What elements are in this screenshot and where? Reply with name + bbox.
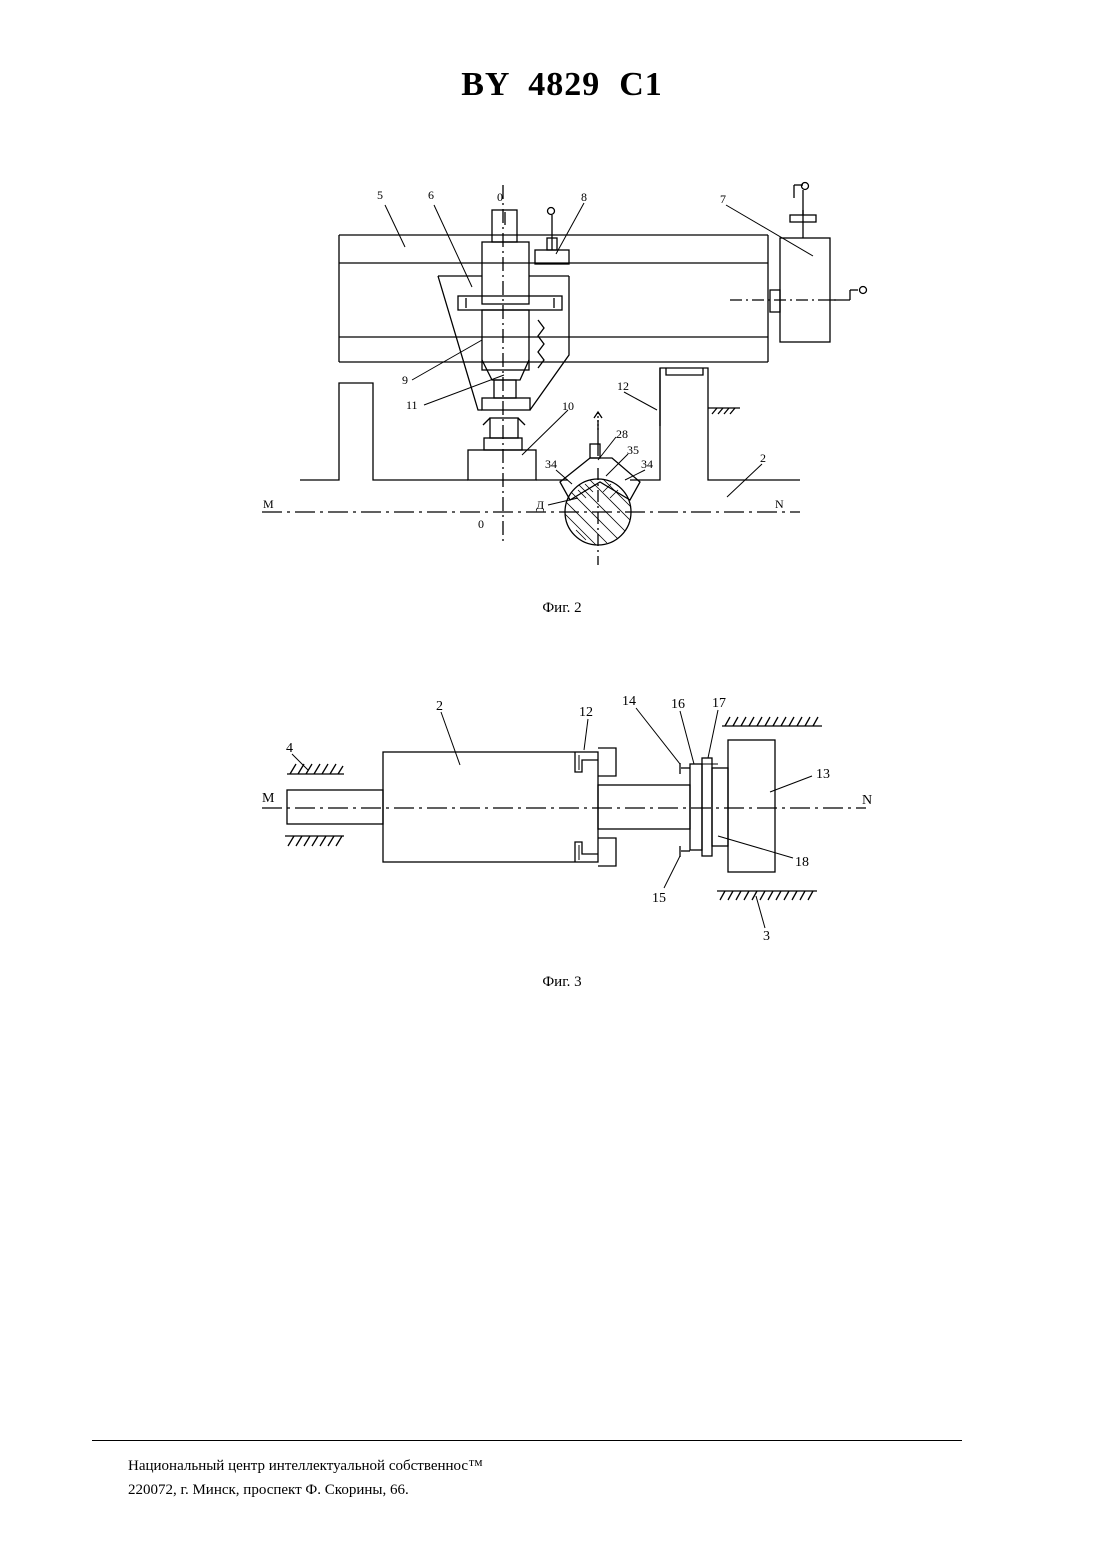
- footer: Национальный центр интеллектуальной собс…: [128, 1454, 483, 1502]
- housing-5: [339, 235, 840, 362]
- fig2-label-35: 35: [627, 443, 639, 457]
- fig3-label-n: N: [862, 793, 872, 808]
- leader-lines: [292, 708, 812, 928]
- body-2: [383, 752, 598, 862]
- footer-divider: [92, 1440, 962, 1441]
- fig2-label-9: 9: [402, 373, 408, 387]
- support-3: [717, 891, 817, 900]
- fig2-label-28: 28: [616, 427, 628, 441]
- fig3-label-17: 17: [712, 696, 726, 711]
- fig2-label-34-right: 34: [641, 457, 653, 471]
- unit-7: [770, 183, 867, 343]
- clamp-12: [575, 748, 616, 866]
- fig2-label-6: 6: [428, 188, 434, 202]
- support-4: [285, 764, 344, 846]
- figure-3-caption: Фиг. 3: [0, 974, 1100, 991]
- fig3-label-m: M: [262, 791, 275, 806]
- fig2-label-11: 11: [406, 398, 418, 412]
- fig2-label-12: 12: [617, 379, 629, 393]
- figure-3: 2 12 14 16 17 4 13 M N 18 15 3: [0, 690, 1100, 950]
- fig3-label-2: 2: [436, 699, 443, 714]
- fig3-label-15: 15: [652, 891, 666, 906]
- fig3-label-14: 14: [622, 694, 636, 709]
- fig2-label-5: 5: [377, 188, 383, 202]
- clamp-8: [535, 208, 569, 265]
- document-title: BY 4829 C1: [0, 66, 1100, 104]
- figure-3-drawing: 2 12 14 16 17 4 13 M N 18 15 3: [0, 690, 1100, 950]
- spindle-assembly: [438, 185, 569, 545]
- fig2-label-0-bottom: 0: [478, 517, 484, 531]
- figure-2-drawing: 5 6 0 8 7 9 11 10 12 28 35 34 34 2 M N Д…: [0, 170, 1100, 580]
- fig2-label-8: 8: [581, 190, 587, 204]
- fig3-label-13: 13: [816, 767, 830, 782]
- fig3-label-4: 4: [286, 741, 293, 756]
- fig3-label-12: 12: [579, 705, 593, 720]
- drum-13: [728, 740, 775, 872]
- figure-2-caption: Фиг. 2: [0, 600, 1100, 617]
- figure-2: 5 6 0 8 7 9 11 10 12 28 35 34 34 2 M N Д…: [0, 170, 1100, 580]
- fig3-label-18: 18: [795, 855, 809, 870]
- fig2-label-10: 10: [562, 399, 574, 413]
- support-upper-right: [722, 717, 822, 726]
- fig2-label-2: 2: [760, 451, 766, 465]
- fig3-label-3: 3: [763, 929, 770, 944]
- fig2-label-7: 7: [720, 192, 726, 206]
- fig3-label-16: 16: [671, 697, 685, 712]
- fig2-label-d: Д: [536, 498, 544, 512]
- shaft: [287, 785, 690, 829]
- table-10: [468, 450, 536, 480]
- footer-organization: Национальный центр интеллектуальной собс…: [128, 1454, 483, 1478]
- fig2-label-n: N: [775, 497, 784, 511]
- fig2-label-34-left: 34: [545, 457, 557, 471]
- fig2-label-0-top: 0: [497, 190, 503, 204]
- fig2-label-m: M: [263, 497, 274, 511]
- footer-address: 220072, г. Минск, проспект Ф. Скорины, 6…: [128, 1478, 483, 1502]
- leader-lines: [385, 203, 813, 505]
